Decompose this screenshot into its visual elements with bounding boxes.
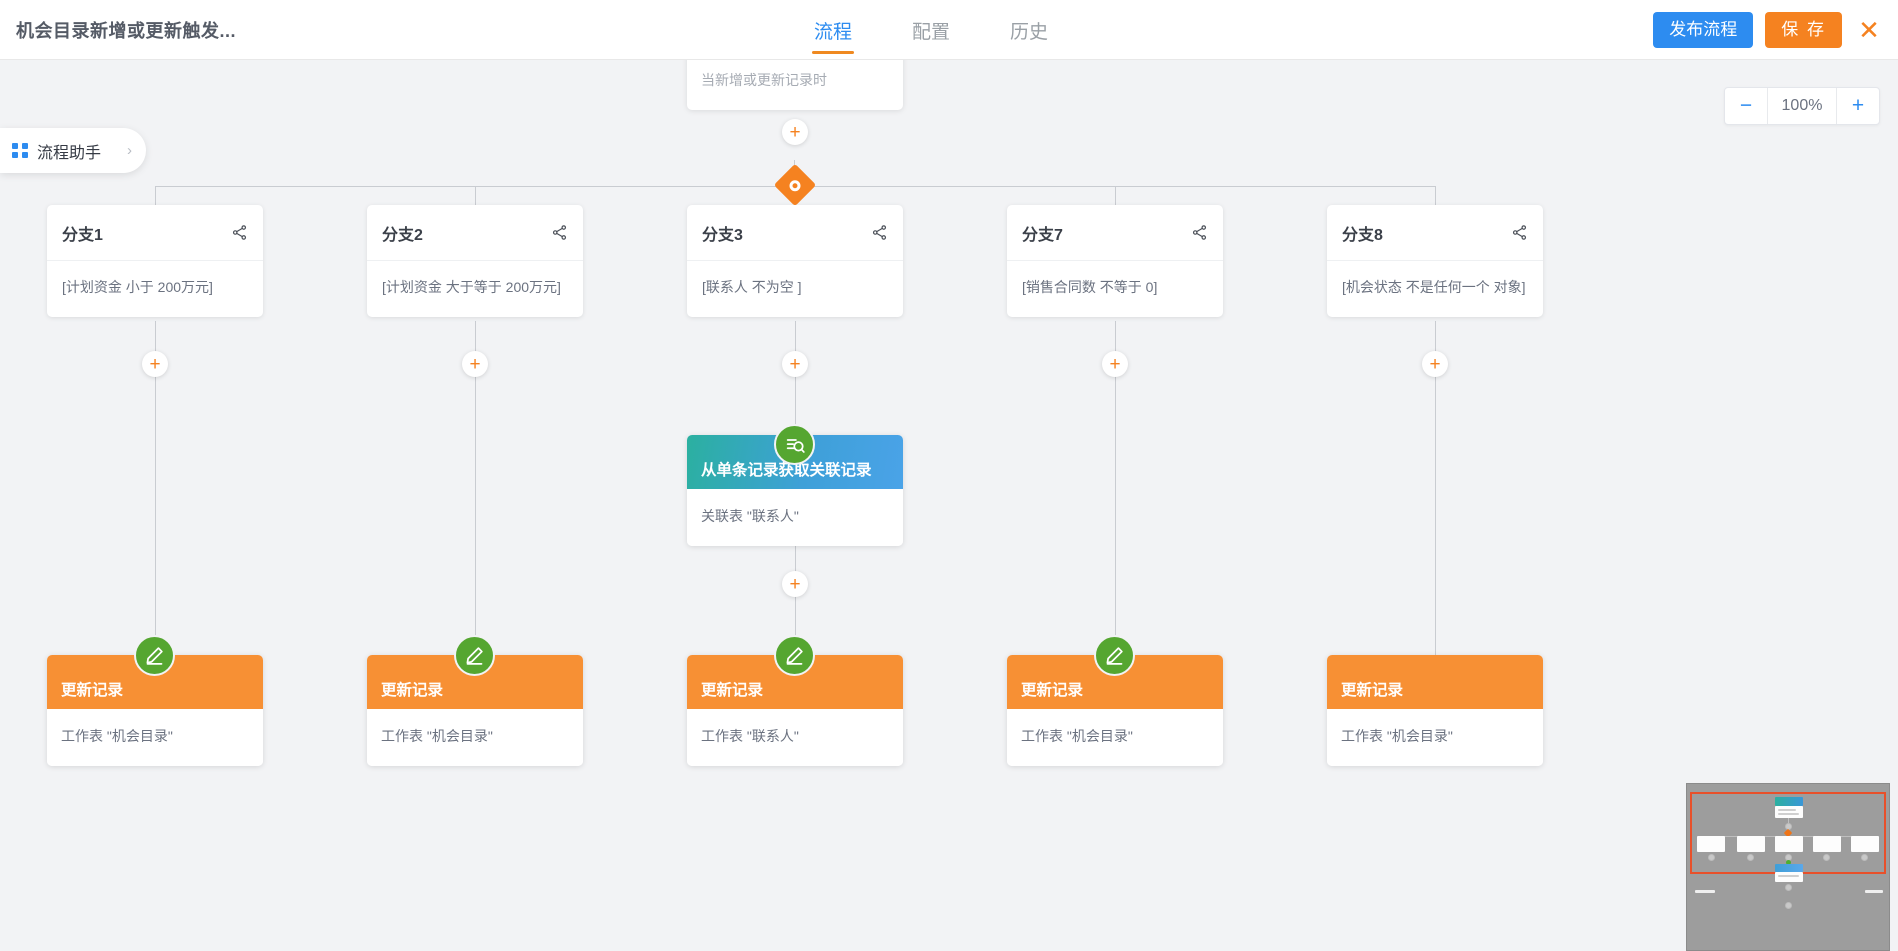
add-node-button-col-4[interactable]: + <box>1102 351 1128 377</box>
edit-pencil-icon <box>134 635 175 676</box>
branch-condition-3: [联系人 不为空 ] <box>702 279 802 295</box>
minimap-plus-dot <box>1747 854 1754 861</box>
flow-assistant-label: 流程助手 <box>37 144 102 162</box>
minimap-branch-card <box>1813 836 1841 852</box>
flow-assistant-panel[interactable]: 流程助手 › <box>0 128 146 173</box>
tab-flow[interactable]: 流程 <box>810 0 856 60</box>
grid-icon <box>12 142 28 159</box>
share-icon[interactable] <box>1191 224 1208 241</box>
trigger-subtitle: 当新增或更新记录时 <box>701 72 827 88</box>
update-node-detail-1: 工作表 "机会目录" <box>47 709 263 766</box>
minimap-trigger-header <box>1775 797 1803 806</box>
branch-header-5: 分支8 <box>1327 205 1543 261</box>
add-node-button-col-2[interactable]: + <box>462 351 488 377</box>
minimap-text-line <box>1778 875 1799 877</box>
branch-decision-node[interactable] <box>773 163 817 207</box>
branch-title-4: 分支7 <box>1022 226 1063 244</box>
branch-title-2: 分支2 <box>382 226 423 244</box>
share-icon[interactable] <box>871 224 888 241</box>
tab-history[interactable]: 历史 <box>1010 21 1049 43</box>
connector-line-col-4 <box>1115 321 1116 681</box>
minimap[interactable] <box>1686 783 1890 951</box>
update-node-detail-5: 工作表 "机会目录" <box>1327 709 1543 766</box>
branch-title-1: 分支1 <box>62 226 103 244</box>
minimap-plus-dot <box>1785 902 1792 909</box>
connector-line-col-2 <box>475 321 476 681</box>
minimap-lookup-header <box>1775 864 1803 872</box>
update-node-title-5: 更新记录 <box>1327 655 1543 709</box>
branch-title-3: 分支3 <box>702 226 743 244</box>
branch-card-5[interactable]: 分支8 [机会状态 不是任何一个 对象] <box>1327 205 1543 317</box>
edit-pencil-icon <box>1094 635 1135 676</box>
zoom-control: − 100% + <box>1724 87 1880 125</box>
header-actions: 发布流程 保 存 ✕ <box>1653 0 1884 60</box>
edit-pencil-icon <box>454 635 495 676</box>
minimap-text-line <box>1865 890 1883 893</box>
page-title: 机会目录新增或更新触发... <box>16 21 237 41</box>
close-icon[interactable]: ✕ <box>1858 15 1880 45</box>
minimap-branch-card <box>1737 836 1765 852</box>
minimap-lookup-badge <box>1786 860 1791 865</box>
add-node-button-after-lookup[interactable]: + <box>782 571 808 597</box>
branch-card-2[interactable]: 分支2 [计划资金 大于等于 200万元] <box>367 205 583 317</box>
branch-header-2: 分支2 <box>367 205 583 261</box>
save-button[interactable]: 保 存 <box>1765 12 1842 48</box>
branch-condition-4: [销售合同数 不等于 0] <box>1022 279 1158 295</box>
minimap-branch-card <box>1851 836 1879 852</box>
share-icon[interactable] <box>1511 224 1528 241</box>
add-node-button-col-3[interactable]: + <box>782 351 808 377</box>
branch-header-1: 分支1 <box>47 205 263 261</box>
branch-condition-1: [计划资金 小于 200万元] <box>62 279 213 295</box>
minimap-lookup-body <box>1775 872 1803 882</box>
chevron-right-icon: › <box>127 142 132 159</box>
update-node-detail-2: 工作表 "机会目录" <box>367 709 583 766</box>
branch-header-3: 分支3 <box>687 205 903 261</box>
minimap-plus-dot <box>1823 854 1830 861</box>
branch-card-4[interactable]: 分支7 [销售合同数 不等于 0] <box>1007 205 1223 317</box>
update-node-detail-3: 工作表 "联系人" <box>687 709 903 766</box>
branch-card-1[interactable]: 分支1 [计划资金 小于 200万元] <box>47 205 263 317</box>
minimap-trigger-body <box>1775 806 1803 818</box>
minimap-connector <box>1788 818 1789 826</box>
zoom-level-value: 100% <box>1767 88 1837 124</box>
header-tabs: 流程 配置 历史 <box>810 0 1052 60</box>
branch-condition-5: [机会状态 不是任何一个 对象] <box>1342 279 1526 295</box>
connector-line-col-1 <box>155 321 156 681</box>
share-icon[interactable] <box>231 224 248 241</box>
minimap-text-line <box>1695 890 1715 893</box>
publish-flow-button[interactable]: 发布流程 <box>1653 12 1754 48</box>
branch-condition-2: [计划资金 大于等于 200万元] <box>382 279 561 295</box>
connector-line-col-3-upper <box>795 321 796 441</box>
add-node-button-col-5[interactable]: + <box>1422 351 1448 377</box>
lookup-node-detail: 关联表 "联系人" <box>687 489 903 546</box>
branch-card-3[interactable]: 分支3 [联系人 不为空 ] <box>687 205 903 317</box>
add-node-button-col-1[interactable]: + <box>142 351 168 377</box>
zoom-out-button[interactable]: − <box>1739 94 1753 117</box>
minimap-text-line <box>1778 813 1799 815</box>
minimap-plus-dot <box>1861 854 1868 861</box>
share-icon[interactable] <box>551 224 568 241</box>
app-header: 机会目录新增或更新触发... 流程 配置 历史 发布流程 保 存 ✕ <box>0 0 1898 60</box>
edit-pencil-icon <box>774 635 815 676</box>
zoom-in-button[interactable]: + <box>1851 94 1865 117</box>
update-record-node-5[interactable]: 更新记录 工作表 "机会目录" <box>1327 655 1543 766</box>
minimap-text-line <box>1778 809 1796 811</box>
connector-line-col-5 <box>1435 321 1436 681</box>
branch-header-4: 分支7 <box>1007 205 1223 261</box>
trigger-node[interactable]: 当新增或更新记录时 <box>687 60 903 110</box>
add-node-button-trigger[interactable]: + <box>782 119 808 145</box>
minimap-branch-card <box>1697 836 1725 852</box>
minimap-plus-dot <box>1708 854 1715 861</box>
flow-canvas[interactable]: − 100% + 流程助手 › 当新增或更新记录时 + 分支1 [计划资金 小于… <box>0 60 1898 951</box>
update-node-detail-4: 工作表 "机会目录" <box>1007 709 1223 766</box>
list-search-icon <box>774 424 815 465</box>
minimap-plus-dot <box>1785 884 1792 891</box>
branch-title-5: 分支8 <box>1342 226 1383 244</box>
minimap-branch-card <box>1775 836 1803 852</box>
tab-config[interactable]: 配置 <box>912 21 951 43</box>
